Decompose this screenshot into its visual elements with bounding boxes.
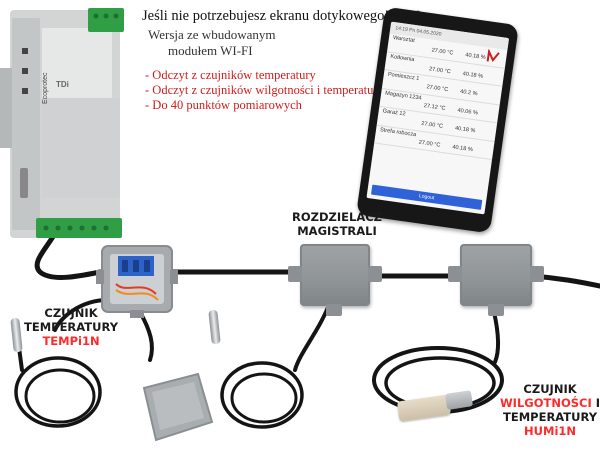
sensor-temp: 27.00 °C <box>426 84 449 94</box>
humidity-gland-bottom <box>488 304 504 316</box>
temp-sensor-label-line-1: CZUJNIK <box>44 306 98 320</box>
sensor-temp: 27.00 °C <box>428 65 452 75</box>
sensor-hum: 40.18 % <box>454 125 476 135</box>
phone-screen: 14:19 Pn 04.05.2020 Warsztat 27.00 °C 40… <box>366 21 510 215</box>
distributor-label-line-2: MAGISTRALI <box>297 224 377 238</box>
temp-sensor-model: TEMPi1N <box>42 334 100 348</box>
sensor-temp: 27.00 °C <box>418 139 441 149</box>
app-logo-icon <box>486 49 500 62</box>
sensor-name: Kotłownia <box>389 53 415 63</box>
sensor-hum: 40.18 % <box>462 70 484 80</box>
humi-and: I <box>591 396 600 410</box>
device-brand: Ecoprotec <box>42 72 49 104</box>
distributor-label: ROZDZIELACZ MAGISTRALI <box>292 210 382 238</box>
humi-sensor-label: CZUJNIK WILGOTNOŚCI I TEMPERATURY HUMi1N <box>500 382 600 438</box>
subline-line-1: Wersja ze wbudowanym <box>148 27 276 42</box>
distributor-gland-right <box>368 266 382 282</box>
humi-sensor-label-line-1: CZUJNIK <box>523 382 577 396</box>
sensor-name: Warsztat <box>392 35 416 45</box>
sensor-hum: 40.06 % <box>457 107 479 117</box>
temp-sensor-label-line-2: TEMPERATURY <box>24 320 119 334</box>
sensor-temp: 27.00 °C <box>420 120 444 130</box>
subline-line-2: modułem WI-FI <box>168 43 253 58</box>
humidity-gland-left <box>448 266 462 282</box>
humidity-junction-box <box>460 244 532 306</box>
humi-sensor-model: HUMi1N <box>524 424 577 438</box>
sensor-name: Garaż 12 <box>382 108 406 118</box>
sensor-temp: 27.12 °C <box>423 102 446 112</box>
sensor-hum: 40.18 % <box>464 52 487 62</box>
device-model: TDi <box>56 80 69 89</box>
humi-sensor-label-line-2: WILGOTNOŚCI I <box>500 396 600 410</box>
humidity-gland-right <box>530 266 544 282</box>
sensor-hum: 40.2 % <box>459 88 478 98</box>
sensor-temp: 27.00 °C <box>431 47 454 57</box>
smartphone: 14:19 Pn 04.05.2020 Warsztat 27.00 °C 40… <box>356 6 519 234</box>
feature-item: - Odczyt z czujników temperatury <box>145 68 316 82</box>
headline: Jeśli nie potrzebujesz ekranu dotykowego… <box>142 8 390 24</box>
feature-item: - Do 40 punktów pomiarowych <box>145 98 302 112</box>
humi-word: WILGOTNOŚCI <box>500 396 592 410</box>
feature-list: - Odczyt z czujników temperatury - Odczy… <box>145 68 384 113</box>
feature-item: - Odczyt z czujników wilgotności i tempe… <box>145 83 384 97</box>
distributor-label-line-1: ROZDZIELACZ <box>292 210 382 224</box>
subline: Wersja ze wbudowanym modułem WI-FI <box>148 27 275 59</box>
humi-sensor-label-line-3: TEMPERATURY <box>503 410 598 424</box>
box-lid <box>142 372 214 442</box>
din-rail-controller <box>0 8 124 238</box>
sensor-hum: 40.18 % <box>451 143 474 153</box>
distributor-gland-left <box>288 266 302 282</box>
temp-sensor-label: CZUJNIK TEMPERATURY TEMPi1N <box>24 306 118 348</box>
open-junction-box <box>96 245 178 318</box>
distributor-gland-bottom <box>326 304 342 316</box>
bus-distributor-box <box>300 244 370 306</box>
